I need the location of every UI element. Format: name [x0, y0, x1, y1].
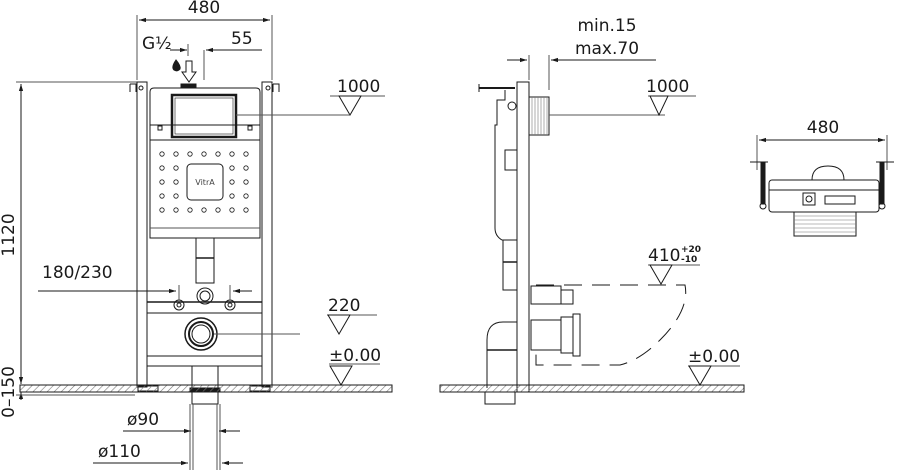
bowl-tol-plus: +20	[681, 245, 701, 255]
height-label: 1120	[0, 213, 19, 256]
brand-logo: VitrA	[195, 178, 215, 187]
top-width-label: 480	[807, 118, 839, 138]
bowl-tol-minus: -10	[681, 255, 697, 265]
front-width-label: 480	[188, 0, 220, 18]
bowl-height-label: 410	[648, 246, 680, 266]
pipe-inner-label: ø90	[127, 410, 159, 430]
wall-gap-max-label: max.70	[575, 39, 639, 59]
water-drop-icon	[172, 59, 181, 72]
bolt-spacing-label: 180/230	[42, 263, 113, 283]
side-flush-level-label: 1000	[646, 77, 689, 97]
side-floor-level-label: ±0.00	[688, 347, 740, 367]
floor-front	[19, 384, 393, 393]
floor-adjust-label: 0–150	[0, 366, 19, 418]
top-view	[750, 135, 894, 237]
inlet-size-label: G½	[142, 34, 172, 54]
flush-level-label: 1000	[337, 77, 380, 97]
floor-level-label: ±0.00	[329, 346, 381, 366]
floor-side	[439, 384, 745, 393]
wall-gap-min-label: min.15	[577, 16, 636, 36]
pipe-outer-label: ø110	[98, 442, 141, 462]
inlet-arrow-icon	[181, 60, 197, 83]
front-view: VitrA	[16, 15, 385, 470]
inlet-offset-label: 55	[231, 29, 253, 49]
outlet-level-label: 220	[328, 296, 360, 316]
